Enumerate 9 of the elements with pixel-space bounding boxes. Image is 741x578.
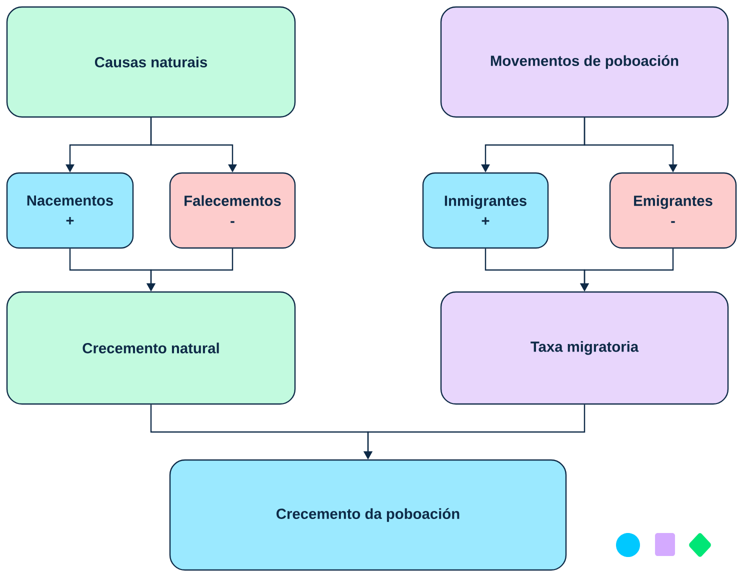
process-box: Nacementos +	[6, 172, 134, 249]
process-box: Crecemento da poboación	[169, 459, 567, 571]
process-box: Crecemento natural	[6, 291, 296, 405]
process-box: Causas naturais	[6, 6, 296, 118]
process-box: Inmigrantes +	[422, 172, 549, 249]
process-box: Falecementos -	[169, 172, 296, 249]
process-box: Movementos de poboación	[440, 6, 729, 118]
process-box: Taxa migratoria	[440, 291, 729, 405]
process-box: Emigrantes -	[609, 172, 737, 249]
